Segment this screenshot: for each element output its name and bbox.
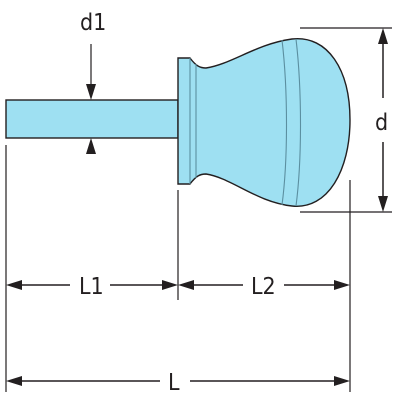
shaft-diameter-dimension: d1 xyxy=(80,10,106,154)
screwdriver-drawing xyxy=(5,38,351,207)
handle-length-dimension: L2 xyxy=(178,274,350,300)
handle-diameter-dimension: d xyxy=(300,27,392,213)
arrow-right-icon xyxy=(162,280,178,290)
handle xyxy=(177,38,351,207)
arrow-down-icon xyxy=(378,196,388,212)
arrow-left-icon xyxy=(6,280,22,290)
arrow-left-icon xyxy=(178,280,194,290)
overall-length-label: L xyxy=(168,370,180,396)
handle-diameter-label: d xyxy=(375,110,388,136)
shaft-length-dimension: L1 xyxy=(6,274,178,300)
shaft-diameter-label: d1 xyxy=(80,10,106,36)
arrow-up-icon xyxy=(378,28,388,44)
handle-seam-2 xyxy=(295,38,302,207)
overall-length-dimension: L xyxy=(6,370,350,396)
shaft-length-label: L1 xyxy=(79,274,104,300)
arrow-left-icon xyxy=(6,376,22,386)
handle-length-label: L2 xyxy=(251,274,276,300)
arrow-right-icon xyxy=(334,280,350,290)
shaft xyxy=(5,99,179,139)
handle-seam-1 xyxy=(281,39,288,206)
arrow-down-icon xyxy=(86,84,96,100)
arrow-right-icon xyxy=(334,376,350,386)
arrow-up-icon xyxy=(86,138,96,154)
